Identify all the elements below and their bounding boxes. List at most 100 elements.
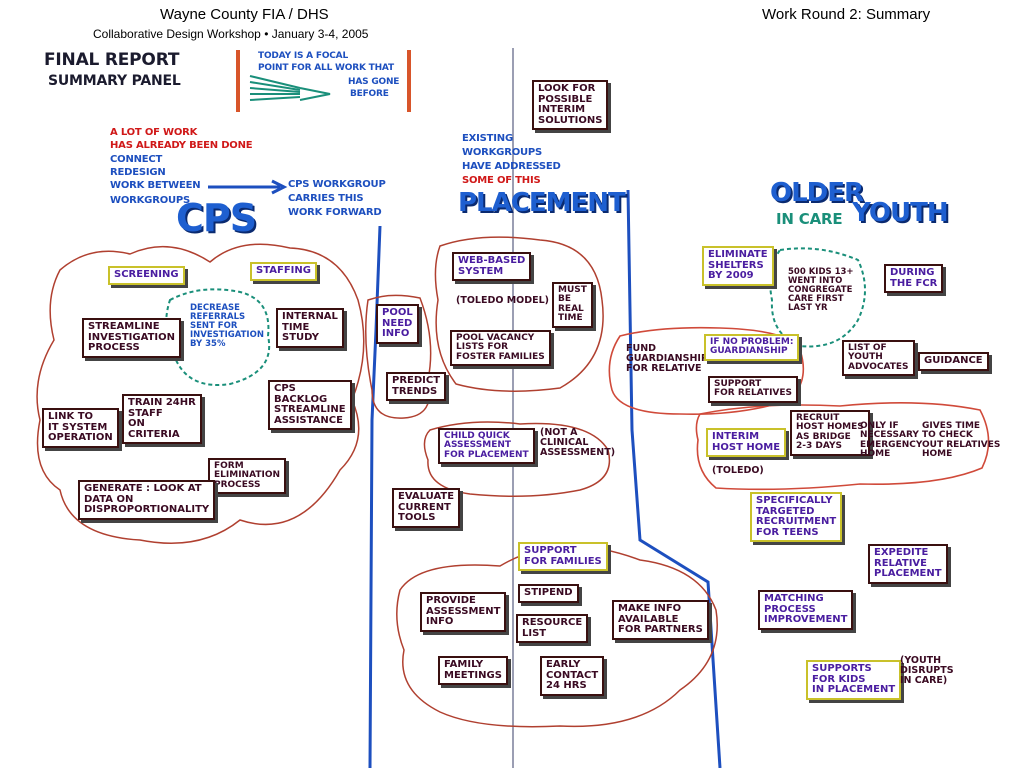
not-clinical-line: (NOT A: [540, 427, 578, 438]
supports-kids-line: FOR KIDS: [812, 673, 866, 685]
kids-note-line: CARE FIRST: [788, 293, 844, 304]
provide-line: ASSESSMENT: [426, 605, 501, 617]
gives-time-line: OUT RELATIVES: [922, 439, 1001, 450]
kids-note-line: CONGREGATE: [788, 284, 853, 295]
support-families-box: SUPPORT FOR FAMILIES: [518, 542, 608, 571]
supports-kids-box: SUPPORTS FOR KIDS IN PLACEMENT: [806, 660, 902, 700]
make-info-box: MAKE INFO AVAILABLE FOR PARTNERS: [612, 600, 709, 640]
child-quick-box: CHILD QUICK ASSESSMENT FOR PLACEMENT: [438, 428, 535, 465]
matching-line: PROCESS: [764, 603, 816, 615]
cps-note-red-2: HAS ALREADY BEEN DONE: [110, 140, 253, 151]
recruit-line: AS BRIDGE: [796, 431, 851, 442]
pool-need-line: INFO: [382, 328, 410, 339]
early-contact-line: 24 HRS: [546, 680, 587, 691]
decrease-note: DECREASE REFERRALS SENT FOR INVESTIGATIO…: [190, 304, 264, 349]
make-info-line: FOR PARTNERS: [618, 624, 703, 635]
specifically-line: SPECIFICALLY: [756, 495, 833, 506]
pool-need-line: POOL: [382, 307, 413, 318]
supports-kids-line: IN PLACEMENT: [812, 684, 896, 695]
decrease-line: SENT FOR: [190, 320, 238, 331]
kids-note: 500 KIDS 13+ WENT INTO CONGREGATE CARE F…: [788, 268, 854, 313]
cps-heading: CPS: [176, 196, 257, 240]
recruit-line: HOST HOMES: [796, 422, 864, 433]
train-line: CRITERIA: [128, 428, 180, 440]
evaluate-box: EVALUATE CURRENT TOOLS: [392, 488, 461, 528]
generate-line: GENERATE : LOOK AT: [84, 483, 202, 494]
pool-vacancy-line: POOL VACANCY: [456, 333, 535, 343]
placement-heading: PLACEMENT: [458, 188, 626, 218]
during-fcr-line: DURING: [890, 267, 935, 278]
resource-line: RESOURCE: [522, 617, 583, 628]
interim-line: LOOK FOR: [538, 83, 596, 94]
interim-host-box: INTERIM HOST HOME: [706, 428, 787, 457]
cps-arrow-note-1: CPS WORKGROUP: [288, 179, 386, 190]
only-if-line: HOME: [860, 449, 891, 460]
pool-cloud: [365, 294, 432, 419]
link-to-line: OPERATION: [48, 432, 113, 443]
only-if-line: EMERGENCY: [860, 439, 923, 450]
support-relatives-line: SUPPORT: [714, 379, 762, 389]
expedite-box: EXPEDITE RELATIVE PLACEMENT: [868, 544, 948, 584]
existing-note-1: EXISTING: [462, 133, 513, 144]
staffing-box: STAFFING: [250, 262, 317, 281]
web-cloud: [434, 236, 604, 392]
recruit-line: RECRUIT: [796, 413, 840, 423]
interim-box: LOOK FOR POSSIBLE INTERIM SOLUTIONS: [532, 80, 609, 130]
web-based-box: WEB-BASED SYSTEM: [452, 252, 532, 281]
header-title-left: Wayne County FIA / DHS: [160, 6, 329, 23]
not-clinical-note: (NOT A CLINICAL ASSESSMENT): [540, 428, 615, 458]
not-clinical-line: ASSESSMENT): [540, 446, 616, 458]
form-elim-line: PROCESS: [214, 479, 261, 490]
support-relatives-box: SUPPORT FOR RELATIVES: [708, 376, 799, 403]
existing-note-4: SOME OF THIS: [462, 175, 541, 186]
stipend-box: STIPEND: [518, 584, 579, 603]
family-meetings-line: FAMILY: [444, 659, 484, 670]
provide-line: PROVIDE: [426, 595, 476, 606]
provide-box: PROVIDE ASSESSMENT INFO: [420, 592, 507, 632]
focal-note-4: BEFORE: [350, 89, 389, 99]
placement-divider: [626, 189, 722, 768]
train-box: TRAIN 24HR STAFF ON CRITERIA: [122, 394, 202, 444]
youth-disrupts-line: (YOUTH: [900, 655, 942, 666]
backlog-line: STREAMLINE: [274, 404, 346, 415]
kids-note-line: WENT INTO: [788, 275, 843, 286]
make-info-line: AVAILABLE: [618, 613, 679, 625]
form-elim-box: FORM ELIMINATION PROCESS: [208, 458, 287, 495]
if-no-problem-line: GUARDIANSHIP: [710, 346, 788, 357]
only-if-line: ONLY IF: [860, 421, 899, 431]
interim-line: SOLUTIONS: [538, 114, 603, 126]
only-if-note: ONLY IF NECESSARY EMERGENCY HOME: [860, 421, 923, 460]
early-contact-box: EARLY CONTACT 24 HRS: [540, 656, 605, 696]
expedite-line: RELATIVE: [874, 557, 927, 569]
support-relatives-line: FOR RELATIVES: [714, 388, 793, 399]
pool-vacancy-box: POOL VACANCY LISTS FOR FOSTER FAMILIES: [450, 330, 551, 367]
train-line: STAFF: [128, 407, 163, 419]
interim-line: POSSIBLE: [538, 93, 593, 105]
list-of-youth-line: YOUTH: [848, 352, 883, 363]
toledo-model-note: (TOLEDO MODEL): [456, 295, 550, 306]
streamline-line: INVESTIGATION: [88, 331, 175, 343]
eliminate-line: SHELTERS: [708, 259, 764, 271]
must-be-line: MUST: [558, 285, 587, 295]
web-based-line: SYSTEM: [458, 265, 504, 277]
assessment-cloud: [423, 421, 611, 497]
host-home-cloud: [695, 402, 990, 491]
specifically-box: SPECIFICALLY TARGETED RECRUITMENT FOR TE…: [750, 492, 843, 542]
focal-note-1: TODAY IS A FOCAL: [258, 51, 348, 61]
header-title-right: Work Round 2: Summary: [762, 6, 931, 23]
cps-arrow-note-3: WORK FORWARD: [288, 207, 382, 218]
internal-time-line: INTERNAL: [282, 311, 338, 322]
cps-note-blue-3: WORK BETWEEN: [110, 180, 201, 191]
fund-guardianship-line: FOR RELATIVE: [626, 362, 702, 374]
family-meetings-line: MEETINGS: [444, 669, 502, 681]
gives-time-line: HOME: [922, 449, 953, 460]
evaluate-line: EVALUATE: [398, 491, 455, 502]
youth-disrupts-line: DISRUPTS: [900, 664, 954, 676]
youth-heading-youth: YOUTH: [852, 198, 949, 228]
early-contact-line: CONTACT: [546, 669, 599, 681]
backlog-line: ASSISTANCE: [274, 414, 343, 426]
supports-kids-line: SUPPORTS: [812, 663, 872, 674]
guidance-box: GUIDANCE: [918, 352, 989, 371]
generate-box: GENERATE : LOOK AT DATA ON DISPROPORTION…: [78, 480, 216, 520]
streamline-line: PROCESS: [88, 342, 140, 353]
